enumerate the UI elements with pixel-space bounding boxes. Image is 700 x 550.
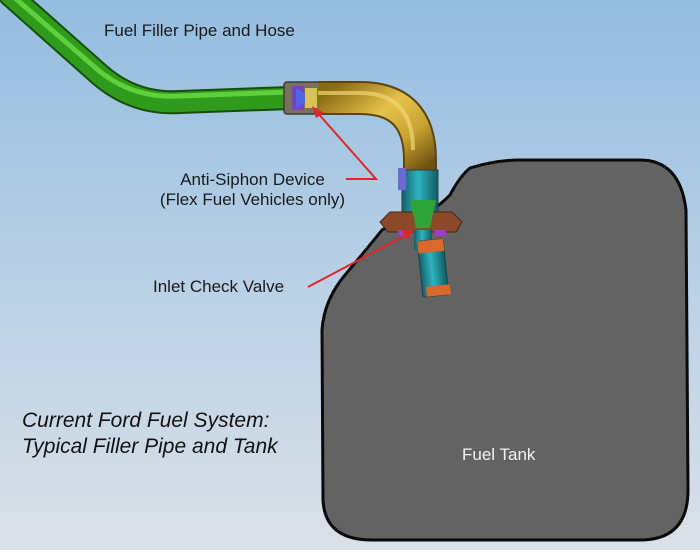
anti-siphon-label: Anti-Siphon Device (Flex Fuel Vehicles o… [135, 170, 370, 211]
fuel-filler-pipe [0, 0, 302, 115]
caption-line-1: Current Ford Fuel System: [22, 409, 270, 432]
inlet-check-valve-label: Inlet Check Valve [153, 277, 285, 296]
leader-lines [307, 110, 409, 288]
inlet-valve-arrowhead [402, 230, 414, 240]
anti-siphon-label-line2: (Flex Fuel Vehicles only) [159, 190, 346, 210]
hose-elbow [318, 81, 437, 172]
diagram-caption: Current Ford Fuel System: Typical Filler… [22, 408, 278, 461]
anti-siphon-leader [315, 110, 379, 180]
anti-siphon-label-line1: Anti-Siphon Device [180, 170, 325, 189]
inlet-valve-leader [307, 233, 409, 288]
caption-line-2: Typical Filler Pipe and Tank [22, 435, 278, 459]
filler-pipe-label: Fuel Filler Pipe and Hose [104, 21, 295, 40]
fuel-tank-label: Fuel Tank [462, 445, 536, 464]
anti-siphon-arrowhead [312, 106, 324, 118]
inlet-check-valve [379, 168, 463, 298]
anti-siphon-device [283, 81, 321, 115]
